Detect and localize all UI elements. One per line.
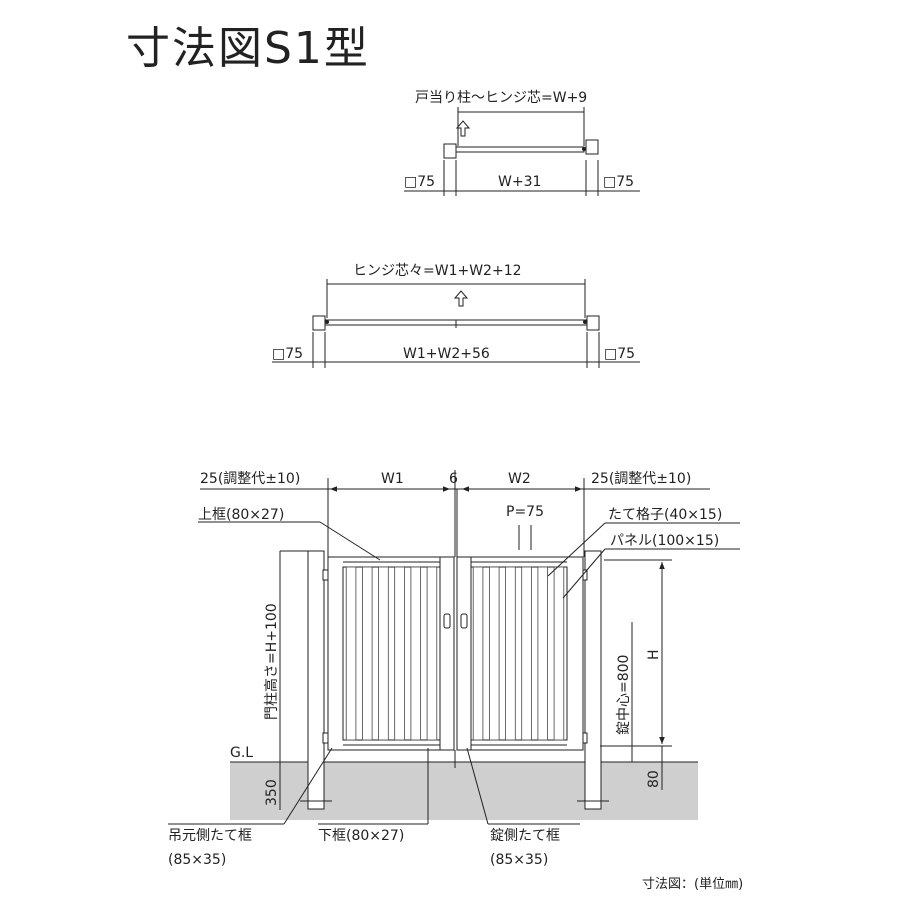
adjustment-left-label: 25(調整代±10) <box>200 471 300 487</box>
lattice-label: たて格子(40×15) <box>608 507 722 523</box>
plan-double-gate: ヒンジ芯々=W1+W2+12 □75 W1+W2+56 □75 <box>272 263 640 368</box>
adjustment-right-label: 25(調整代±10) <box>591 471 691 487</box>
opening-direction-icon <box>455 120 471 137</box>
hinge-stile-label: 吊元側たて框 <box>168 828 252 844</box>
plan2-post-left-size: □75 <box>272 346 303 362</box>
lattice-bar <box>361 566 373 741</box>
plan-single-gate: 戸当り柱～ヒンジ芯=W+9 □75 W+31 □75 <box>404 90 640 196</box>
plan2-width-dimension: W1+W2+56 <box>403 346 490 362</box>
hinge-icon <box>322 732 329 744</box>
post-left <box>307 550 325 810</box>
plan1-post-left-size: □75 <box>404 174 435 190</box>
post-height-label: 門柱高さ=H+100 <box>263 603 280 720</box>
lattice-bar <box>472 566 484 741</box>
top-frame-label: 上框(80×27) <box>198 507 284 523</box>
w2-dimension: W2 <box>508 471 531 487</box>
lattice-bar <box>505 566 516 741</box>
post-right <box>585 139 599 155</box>
bottom-frame-label: 下框(80×27) <box>318 828 404 844</box>
plan2-top-dimension: ヒンジ芯々=W1+W2+12 <box>353 263 522 279</box>
post-right <box>586 315 600 331</box>
plan2-post-right-size: □75 <box>604 346 635 362</box>
lattice-bar <box>345 566 357 741</box>
depth-label: 350 <box>264 779 280 806</box>
gate-leaf <box>455 146 585 153</box>
panel-label: パネル(100×15) <box>610 533 719 549</box>
lattice-bar <box>537 566 549 741</box>
lattice-bar <box>553 566 565 741</box>
plan1-post-right-size: □75 <box>603 174 634 190</box>
lock-stile-left <box>439 556 455 751</box>
hinge-icon <box>322 569 329 581</box>
ground-fill <box>230 762 698 820</box>
height-h-label: H <box>646 649 662 660</box>
lattice-bar <box>488 566 500 741</box>
lattice-bar <box>394 566 405 741</box>
lattice-bar <box>426 566 438 741</box>
post-left <box>312 315 326 331</box>
lattice-bar <box>378 566 389 741</box>
lock-stile-label: 錠側たて框 <box>490 828 560 844</box>
lattice-bar <box>521 566 532 741</box>
unit-footer: 寸法図：(単位㎜) <box>642 876 743 892</box>
hinge-stile-size: (85×35) <box>168 852 226 868</box>
lattice-bar <box>410 566 421 741</box>
post-left <box>443 143 457 159</box>
page-title: 寸法図S1型 <box>126 23 370 74</box>
handle-icon <box>460 613 468 629</box>
clearance-label: 80 <box>646 770 662 788</box>
ground-level-label: G.L <box>230 745 253 761</box>
lock-stile-size: (85×35) <box>490 852 548 868</box>
opening-direction-icon <box>453 290 469 307</box>
post-right <box>584 550 602 810</box>
handle-icon <box>443 613 451 629</box>
gate-leaf-left <box>327 556 455 751</box>
elevation-view: G.L <box>168 470 740 868</box>
lock-stile-right <box>456 556 472 751</box>
plan1-top-dimension: 戸当り柱～ヒンジ芯=W+9 <box>415 90 587 106</box>
w1-dimension: W1 <box>381 471 404 487</box>
gate-leaf-right <box>456 556 584 751</box>
gap-dimension: 6 <box>449 471 458 487</box>
lock-center-label: 錠中心=800 <box>616 655 632 735</box>
pitch-label: P=75 <box>506 504 544 520</box>
plan1-width-dimension: W+31 <box>498 174 541 190</box>
